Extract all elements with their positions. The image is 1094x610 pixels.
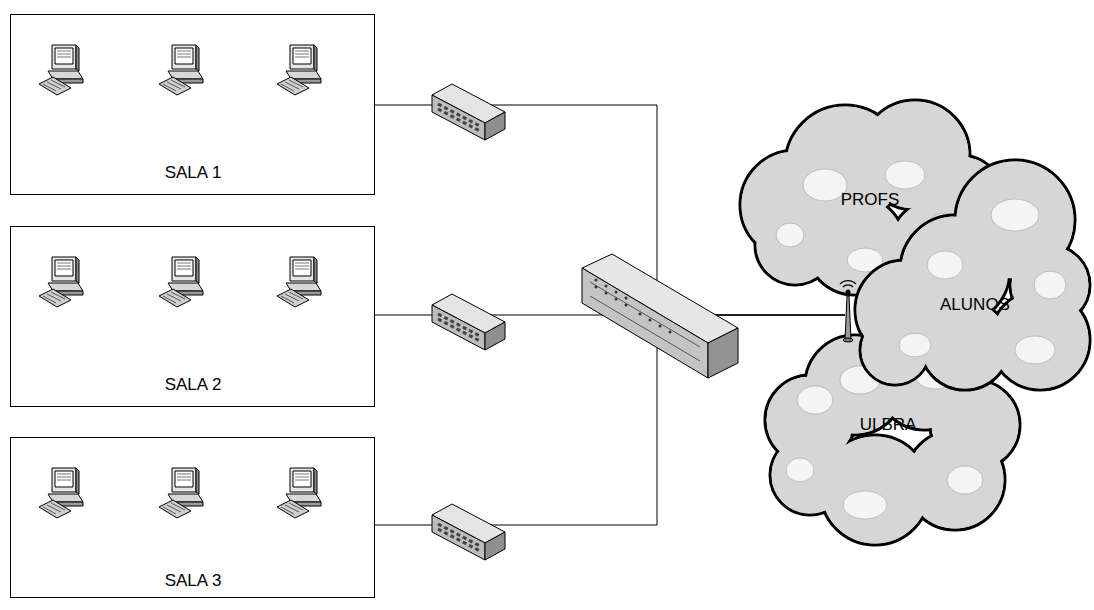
cloud-outline: [947, 466, 983, 494]
switch-icon: [605, 292, 608, 295]
cloud-outline: [899, 199, 1066, 364]
computer-icons: [277, 257, 321, 307]
cloud-outline: [772, 437, 849, 514]
switch-icon: [595, 279, 598, 282]
cloud-outline: [1015, 336, 1055, 364]
switch-icon: [615, 298, 618, 301]
room-box: SALA 3: [10, 437, 375, 598]
cloud-outline: [927, 251, 963, 279]
antenna-icon: [843, 285, 853, 287]
room-label: SALA 1: [165, 163, 222, 183]
hub-icons: [432, 84, 505, 560]
network-cloud: ALUNOS: [845, 145, 1090, 392]
computer-icons: [39, 45, 321, 518]
cloud-outline: [797, 386, 833, 414]
room-box: SALA 1: [10, 14, 375, 195]
antenna-icon: [846, 290, 851, 295]
computer-icons: [39, 468, 83, 518]
switch-icon: [582, 268, 708, 378]
network-label: PROFS: [841, 190, 900, 210]
cloud-outline: [991, 199, 1039, 231]
cloud-outline: [899, 333, 931, 357]
network-label: ALUNOS: [940, 295, 1010, 315]
computer-icons: [277, 468, 321, 518]
switch-icon: [590, 296, 700, 361]
cloud-outline: [843, 491, 887, 519]
switch-icon: [625, 304, 628, 307]
switch-icon: [605, 285, 608, 288]
hub-icons: [432, 84, 505, 140]
computer-icons: [39, 45, 83, 95]
antenna-icon: [840, 281, 856, 284]
cloud-outline: [757, 207, 834, 284]
switch-icon: [615, 291, 618, 294]
room-label: SALA 3: [165, 571, 222, 591]
switch-icon: [590, 282, 700, 347]
switch-icon: [659, 325, 662, 328]
switch-icon: [582, 254, 738, 378]
cloud-outline: [845, 145, 1090, 392]
switch-icon: [639, 313, 642, 316]
computer-icons: [159, 468, 203, 518]
computer-icons: [159, 257, 203, 307]
computer-icons: [159, 45, 203, 95]
cloud-outline: [922, 302, 1009, 389]
room-box: SALA 2: [10, 226, 375, 407]
computer-icons: [39, 257, 83, 307]
cloud-outline: [857, 162, 1089, 389]
cloud-outline: [786, 458, 814, 482]
antenna-icon: [845, 296, 851, 340]
switch-icon: [625, 297, 628, 300]
switch-icon: [708, 328, 738, 378]
hub-icons: [432, 294, 505, 350]
cloud-outline: [1034, 271, 1066, 299]
cloud-outline: [803, 169, 847, 201]
hub-icons: [432, 504, 505, 560]
cloud-outline: [855, 160, 1090, 390]
switch-icon: [595, 286, 598, 289]
antenna-icon: [843, 338, 853, 342]
switch-icon: [649, 319, 652, 322]
switch-icon: [669, 331, 672, 334]
antenna-icon: [840, 281, 856, 342]
switch-icon: [595, 279, 672, 334]
network-label: ULBRA: [860, 415, 917, 435]
room-label: SALA 2: [165, 375, 222, 395]
computer-icons: [277, 45, 321, 95]
cloud-outline: [885, 161, 925, 189]
cloud-outline: [776, 223, 804, 247]
